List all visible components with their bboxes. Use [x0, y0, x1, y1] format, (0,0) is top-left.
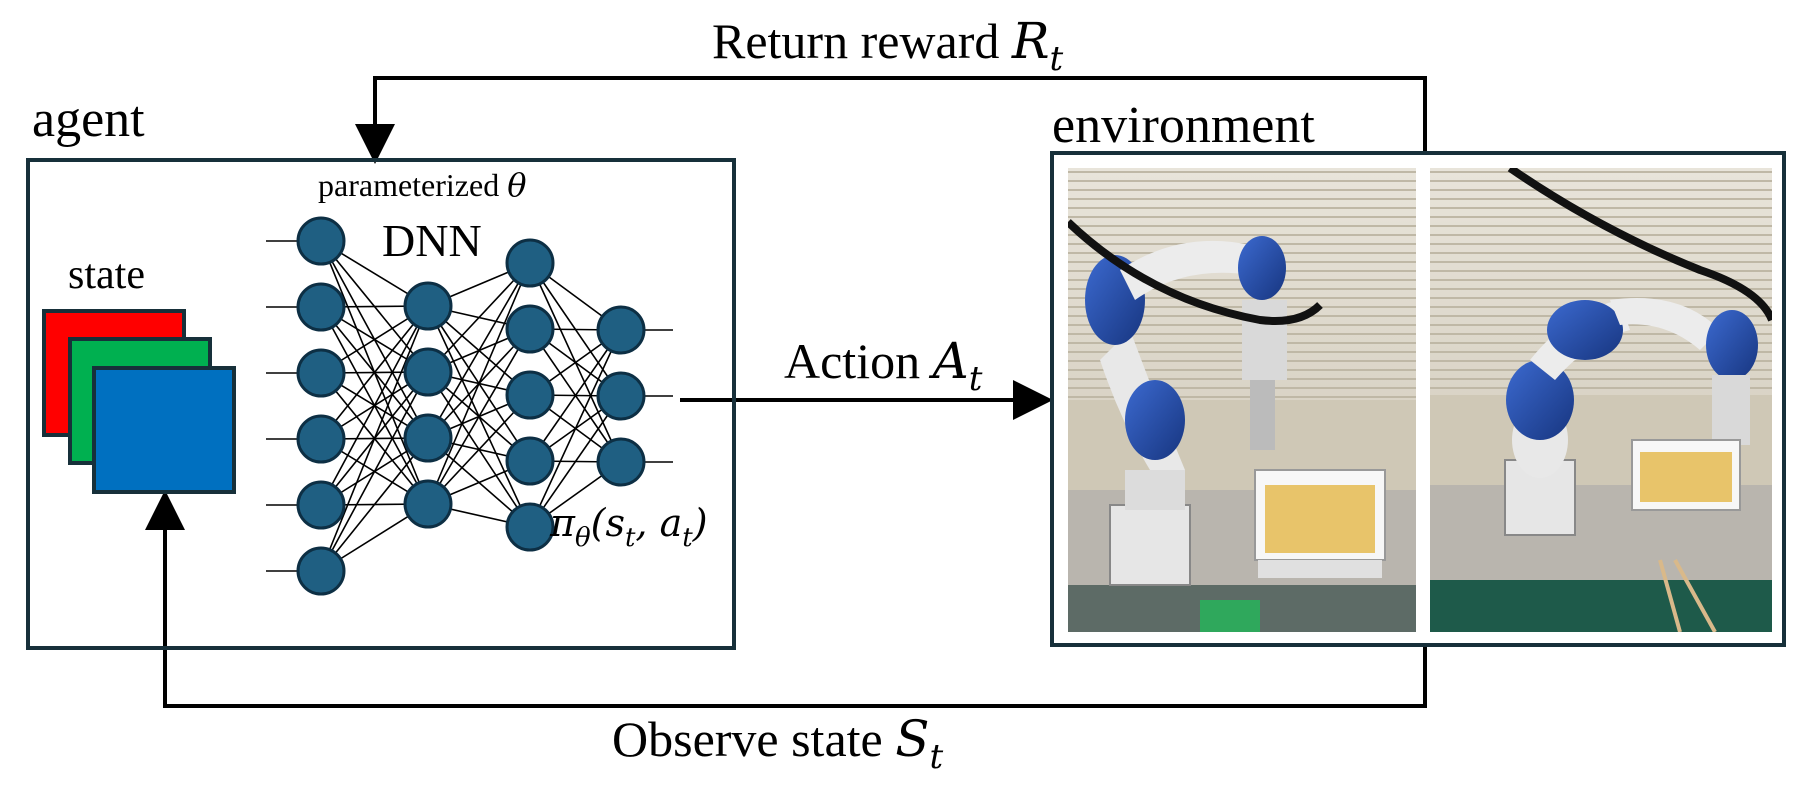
network-node-layer-3 [505, 436, 555, 486]
network-node-layer-4 [596, 437, 646, 487]
observe-arrow [145, 490, 1427, 708]
network-node-layer-1 [296, 480, 346, 530]
network-nodes [296, 216, 646, 596]
agent-box [26, 158, 736, 650]
network-node-layer-1 [296, 348, 346, 398]
network-node-layer-2 [403, 347, 453, 397]
robot-photo-right [1430, 168, 1772, 632]
robot-photo-left [1068, 168, 1416, 632]
network-edge [320, 305, 429, 572]
network-node-layer-1 [296, 414, 346, 464]
network-edge [320, 305, 429, 506]
reward-arrow [355, 76, 1427, 164]
network-edge [320, 437, 429, 572]
state-frames [42, 309, 236, 494]
network-edge [427, 262, 531, 439]
network-edge [529, 395, 622, 528]
network-node-layer-3 [505, 502, 555, 552]
network-node-layer-3 [505, 304, 555, 354]
action-label: Action At [784, 332, 983, 399]
network-node-layer-4 [596, 305, 646, 355]
network-edge [320, 371, 429, 572]
network-edge [427, 262, 531, 505]
network-edge [320, 305, 429, 440]
network-node-layer-1 [296, 216, 346, 266]
network-node-layer-3 [505, 370, 555, 420]
network-edge [427, 262, 531, 373]
network-node-layer-2 [403, 281, 453, 331]
network-edge [427, 394, 531, 505]
network-node-layer-3 [505, 238, 555, 288]
network-edge [529, 329, 622, 462]
reward-label: Return reward Rt [712, 12, 1064, 79]
network-edge [427, 328, 531, 505]
network-node-layer-2 [403, 479, 453, 529]
network-node-layer-4 [596, 371, 646, 421]
state-frame-blue [92, 366, 236, 494]
network-node-layer-1 [296, 546, 346, 596]
network-node-layer-1 [296, 282, 346, 332]
dnn-label: DNN [382, 215, 482, 266]
network-edges [320, 240, 622, 572]
state-label: state [68, 252, 145, 298]
parameterized-label: parameterized θ [318, 166, 526, 204]
agent-title: agent [32, 91, 145, 148]
network-edge [529, 329, 622, 528]
observe-label: Observe state St [612, 710, 944, 777]
network-node-layer-2 [403, 413, 453, 463]
environment-title: environment [1052, 97, 1315, 154]
policy-label: πθ(st, at) [549, 501, 708, 553]
